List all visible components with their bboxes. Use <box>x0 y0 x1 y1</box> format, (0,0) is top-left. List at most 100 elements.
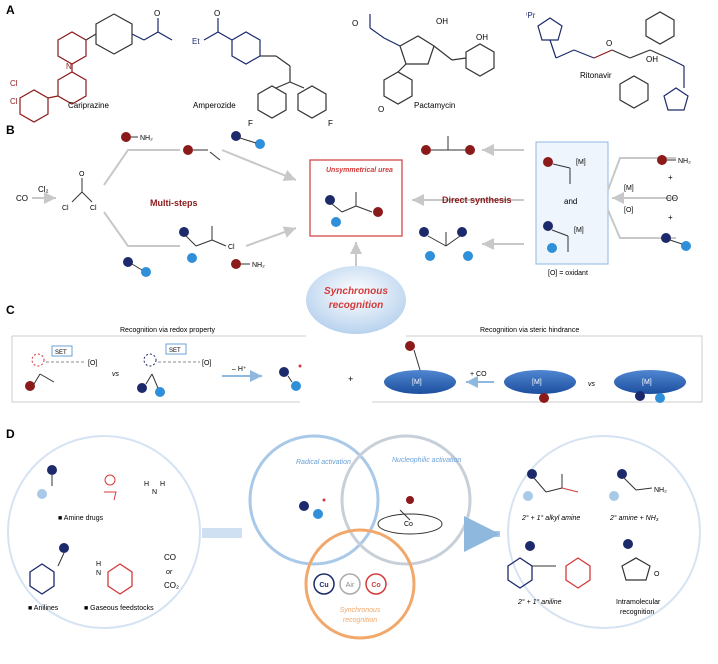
drug-name-cariprazine: Cariprazine <box>68 101 109 110</box>
sync-title-line1: Synchronous <box>324 286 388 297</box>
svg-text:[O]: [O] <box>202 360 211 367</box>
svg-text:O: O <box>79 171 85 178</box>
svg-text:OH: OH <box>436 17 448 26</box>
panel-c-letter: C <box>6 303 15 317</box>
direct-synthesis-label: Direct synthesis <box>442 195 512 205</box>
product-3-label: 2° + 1° aniline <box>517 598 562 606</box>
and-label: and <box>564 197 577 206</box>
svg-text:[M]: [M] <box>624 185 634 192</box>
target-title: Unsymmetrical urea <box>326 167 393 174</box>
svg-text:[O]: [O] <box>624 207 633 214</box>
panel-a-letter: A <box>6 3 15 17</box>
panel-c: C Recognition via redox property Recogni… <box>6 303 703 403</box>
drug-name-pactamycin: Pactamycin <box>414 101 455 110</box>
svg-text:[M]: [M] <box>412 379 422 386</box>
panel-b: B CO Cl₂ O Cl Cl Multi-steps NH₂ <box>6 123 691 334</box>
svg-text:Et: Et <box>192 37 200 46</box>
svg-text:[M]: [M] <box>532 379 542 386</box>
primary-amine-set-icon: SET [O] <box>25 345 97 391</box>
input-arrow-bar <box>202 528 242 538</box>
svg-text:O: O <box>352 19 358 28</box>
svg-text:[M]: [M] <box>576 159 586 166</box>
svg-text:Air: Air <box>346 582 355 589</box>
svg-text:– H⁺: – H⁺ <box>232 366 247 373</box>
co2-feedstock: CO₂ <box>164 581 179 590</box>
svg-text:OH: OH <box>476 33 488 42</box>
red-amine-icon-3 <box>657 155 667 165</box>
oxidant-note: [O] = oxidant <box>548 270 588 277</box>
svg-text:N: N <box>66 62 72 71</box>
svg-text:[M]: [M] <box>574 227 584 234</box>
red-amine-icon-2 <box>231 259 241 269</box>
svg-text:[O]: [O] <box>88 360 97 367</box>
co-badge: Co <box>365 573 387 595</box>
secondary-amine-icon <box>231 131 265 149</box>
isocyanate-icon <box>183 145 193 155</box>
product-2-icon: NH₂ <box>609 469 667 501</box>
svg-text:Co: Co <box>371 582 380 589</box>
products-circle <box>507 435 701 629</box>
secondary-amine-icon-3 <box>661 233 691 251</box>
svg-text:O: O <box>654 571 660 578</box>
radical-intermediate-icon <box>299 498 326 519</box>
steric-title: Recognition via steric hindrance <box>480 327 579 334</box>
panel-b-letter: B <box>6 123 15 137</box>
anilines-label: ■ Anilines <box>28 605 59 612</box>
svg-text:ⁱPr: ⁱPr <box>526 11 536 20</box>
cl2-label: Cl₂ <box>38 185 49 194</box>
panel-d-letter: D <box>6 427 15 441</box>
svg-text:vs: vs <box>588 381 596 388</box>
radical-activation-ring <box>248 434 380 566</box>
svg-text:SET: SET <box>169 348 181 354</box>
symmetric-urea-red-icon <box>421 136 475 155</box>
secondary-amine-icon-2 <box>123 257 151 277</box>
svg-text:O: O <box>214 9 220 18</box>
metal-primary-amine-icon: [M] <box>504 370 576 403</box>
metal-secondary-amine-icon: [M] <box>614 370 686 403</box>
drug-name-amperozide: Amperozide <box>193 101 236 110</box>
sync-title-line2: recognition <box>329 300 383 311</box>
svg-text:Cl: Cl <box>228 244 235 251</box>
product-1-label: 2° + 1° alkyl amine <box>521 514 580 522</box>
amine-drugs-label: ■ Amine drugs <box>58 515 104 522</box>
svg-text:H: H <box>160 481 165 488</box>
ritonavir-structure <box>537 11 689 111</box>
synchronous-recognition-bubble <box>306 266 406 334</box>
svg-text:NH₂: NH₂ <box>654 487 667 494</box>
svg-text:[M]: [M] <box>642 379 652 386</box>
svg-text:+: + <box>668 173 673 182</box>
amine-drug-icons: H N H <box>37 465 165 501</box>
synchronous-recognition-ring <box>304 528 416 640</box>
svg-text:NH₂: NH₂ <box>678 158 691 165</box>
nucleophilic-activation-label: Nucleophilic activation <box>392 457 461 464</box>
substrates-circle <box>7 435 201 629</box>
svg-text:OH: OH <box>646 55 658 64</box>
cobalt-complex-icon: Co <box>377 496 443 535</box>
secondary-amine-set-icon: SET [O] <box>137 343 211 397</box>
panel-a: A Cl Cl N O Cariprazine <box>6 3 689 128</box>
sync-recognition-label-line2: recognition <box>343 617 377 624</box>
svg-text:NH₂: NH₂ <box>252 262 265 269</box>
pactamycin-structure <box>369 14 495 105</box>
svg-text:Cu: Cu <box>319 582 328 589</box>
svg-text:NH₂: NH₂ <box>140 135 153 142</box>
cu-badge: Cu <box>313 573 335 595</box>
panel-d: D H N H ■ Amine drugs H N CO or CO₂ ■ An… <box>6 427 701 640</box>
product-4-label-line2: recognition <box>620 609 654 616</box>
drug-name-ritonavir: Ritonavir <box>580 71 612 80</box>
product-1-icon <box>523 469 579 501</box>
multi-steps-label: Multi-steps <box>150 198 198 208</box>
product-4-icon: O <box>621 539 660 581</box>
svg-text:O: O <box>606 39 612 48</box>
svg-text:Cl: Cl <box>90 205 97 212</box>
nucleophilic-activation-ring <box>340 434 472 566</box>
redox-title: Recognition via redox property <box>120 327 215 334</box>
target-urea-box <box>309 159 403 237</box>
aniline-icons: H N <box>29 543 133 595</box>
svg-text:vs: vs <box>112 371 120 378</box>
symmetric-urea-blue-icon <box>419 227 473 261</box>
svg-text:N: N <box>152 489 157 496</box>
svg-text:CO: CO <box>666 194 678 203</box>
svg-text:O: O <box>154 9 160 18</box>
amperozide-structure <box>203 18 327 119</box>
